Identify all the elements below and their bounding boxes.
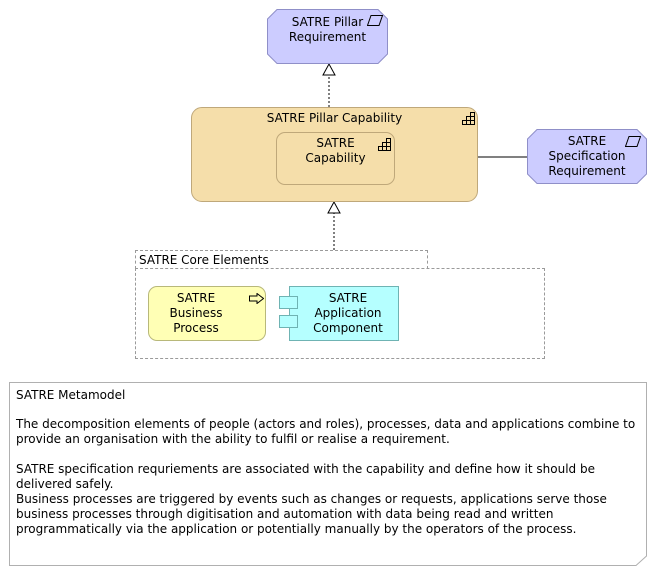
pillar-capability-node[interactable]: SATRE Pillar Capability SATRE Capability (191, 107, 478, 202)
requirement-icon (367, 15, 383, 26)
core-elements-label: SATRE Core Elements (139, 253, 269, 267)
specification-requirement-node[interactable]: SATRE Specification Requirement (527, 129, 647, 184)
note-title: SATRE Metamodel (16, 388, 126, 402)
note-paragraph-1: The decomposition elements of people (ac… (16, 417, 636, 446)
pillar-requirement-label: SATRE Pillar Requirement (288, 15, 367, 44)
component-icon (279, 315, 298, 328)
note-shape (9, 382, 647, 566)
business-process-node[interactable]: SATRE Business Process (148, 286, 266, 341)
note-paragraph-3: Business processes are triggered by even… (16, 492, 607, 536)
pillar-requirement-node[interactable]: SATRE Pillar Requirement (267, 9, 388, 64)
component-icon (279, 296, 298, 309)
capability-node[interactable]: SATRE Capability (276, 132, 395, 185)
note-paragraph-2: SATRE specification requriements are ass… (16, 462, 595, 491)
metamodel-note[interactable]: SATRE Metamodel The decomposition elemen… (9, 382, 647, 566)
requirement-shape (267, 9, 388, 64)
business-process-label: SATRE Business Process (169, 291, 223, 335)
capability-icon (462, 112, 475, 125)
requirement-icon (625, 136, 641, 147)
specification-requirement-label: SATRE Specification Requirement (548, 134, 626, 178)
process-arrow-icon (249, 293, 264, 304)
realization-arrowhead-top (322, 62, 336, 76)
application-component-node[interactable]: SATRE Application Component (289, 286, 399, 341)
requirement-shape (527, 129, 647, 184)
pillar-capability-label: SATRE Pillar Capability (266, 111, 403, 125)
capability-icon (378, 138, 391, 151)
application-component-label: SATRE Application Component (313, 291, 383, 335)
realization-arrowhead-bottom (327, 200, 341, 214)
capability-label: SATRE Capability (305, 136, 366, 165)
core-elements-group-tab[interactable]: SATRE Core Elements (135, 250, 428, 269)
